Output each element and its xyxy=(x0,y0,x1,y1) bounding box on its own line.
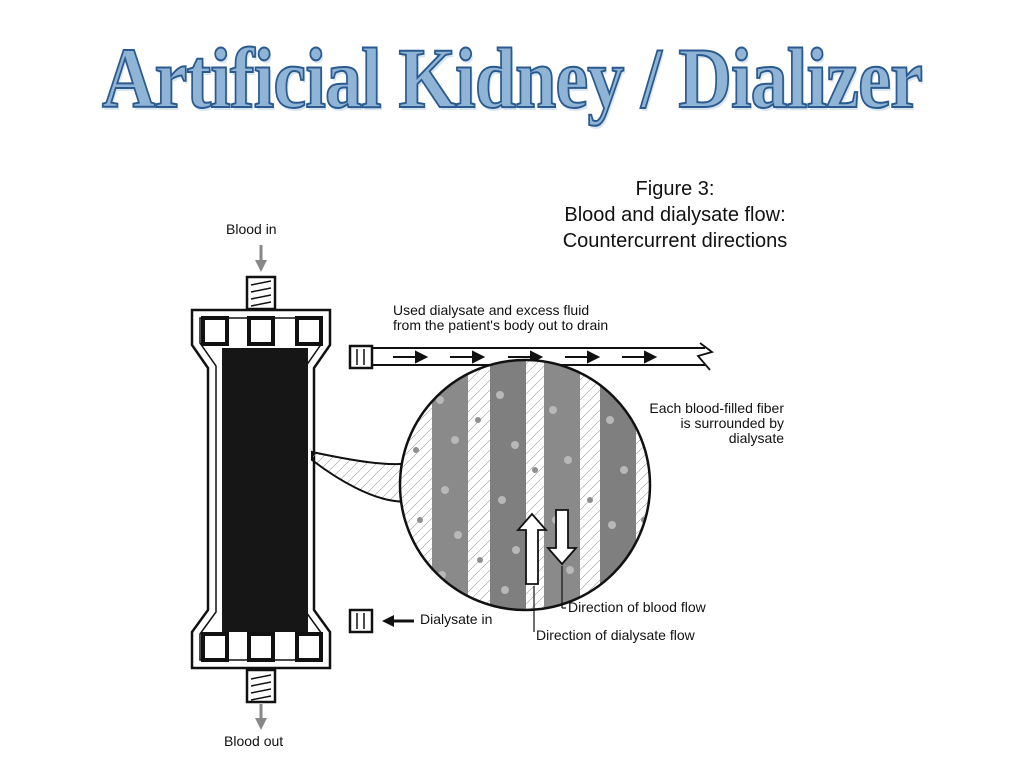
figure-caption: Figure 3: Blood and dialysate flow: Coun… xyxy=(500,176,850,254)
top-connector xyxy=(245,275,277,311)
fiber-label-line1: Each blood-filled fiber xyxy=(649,400,784,416)
slide-title: Artificial Kidney / Dializer xyxy=(101,29,924,127)
blood-flow-direction-arrow xyxy=(516,512,548,585)
caption-line-3: Countercurrent directions xyxy=(562,230,788,252)
direction-dialysate-flow-label: Direction of dialysate flow xyxy=(536,627,695,643)
fiber-label-line3: dialysate xyxy=(728,430,784,446)
blood-in-label: Blood in xyxy=(226,221,277,237)
top-header-ports xyxy=(201,316,323,346)
caption-line-1: Figure 3: xyxy=(635,178,715,200)
blood-out-label: Blood out xyxy=(224,733,284,749)
dialysate-in-label: Dialysate in xyxy=(420,611,493,627)
dialysate-inlet-port xyxy=(348,608,374,634)
fiber-label-line2: is surrounded by xyxy=(680,415,784,431)
direction-blood-flow-label: Direction of blood flow xyxy=(568,599,706,615)
dialysate-outlet-port xyxy=(348,344,374,370)
dialysate-in-arrow xyxy=(382,615,414,627)
bottom-header-ports xyxy=(201,632,323,662)
used-dialysate-label-line1: Used dialysate and excess fluid xyxy=(393,302,590,318)
magnifier-circle xyxy=(398,358,652,612)
bottom-connector xyxy=(245,668,277,704)
used-dialysate-label-line2: from the patient's body out to drain xyxy=(393,317,609,333)
blood-out-arrow xyxy=(255,704,267,730)
dialysate-flow-direction-arrow xyxy=(546,509,578,566)
drain-flow-arrows xyxy=(393,350,658,364)
magnified-fibers xyxy=(400,360,650,610)
caption-line-2: Blood and dialysate flow: xyxy=(564,204,786,226)
fiber-bundle xyxy=(222,348,308,632)
blood-in-arrow xyxy=(255,245,267,272)
